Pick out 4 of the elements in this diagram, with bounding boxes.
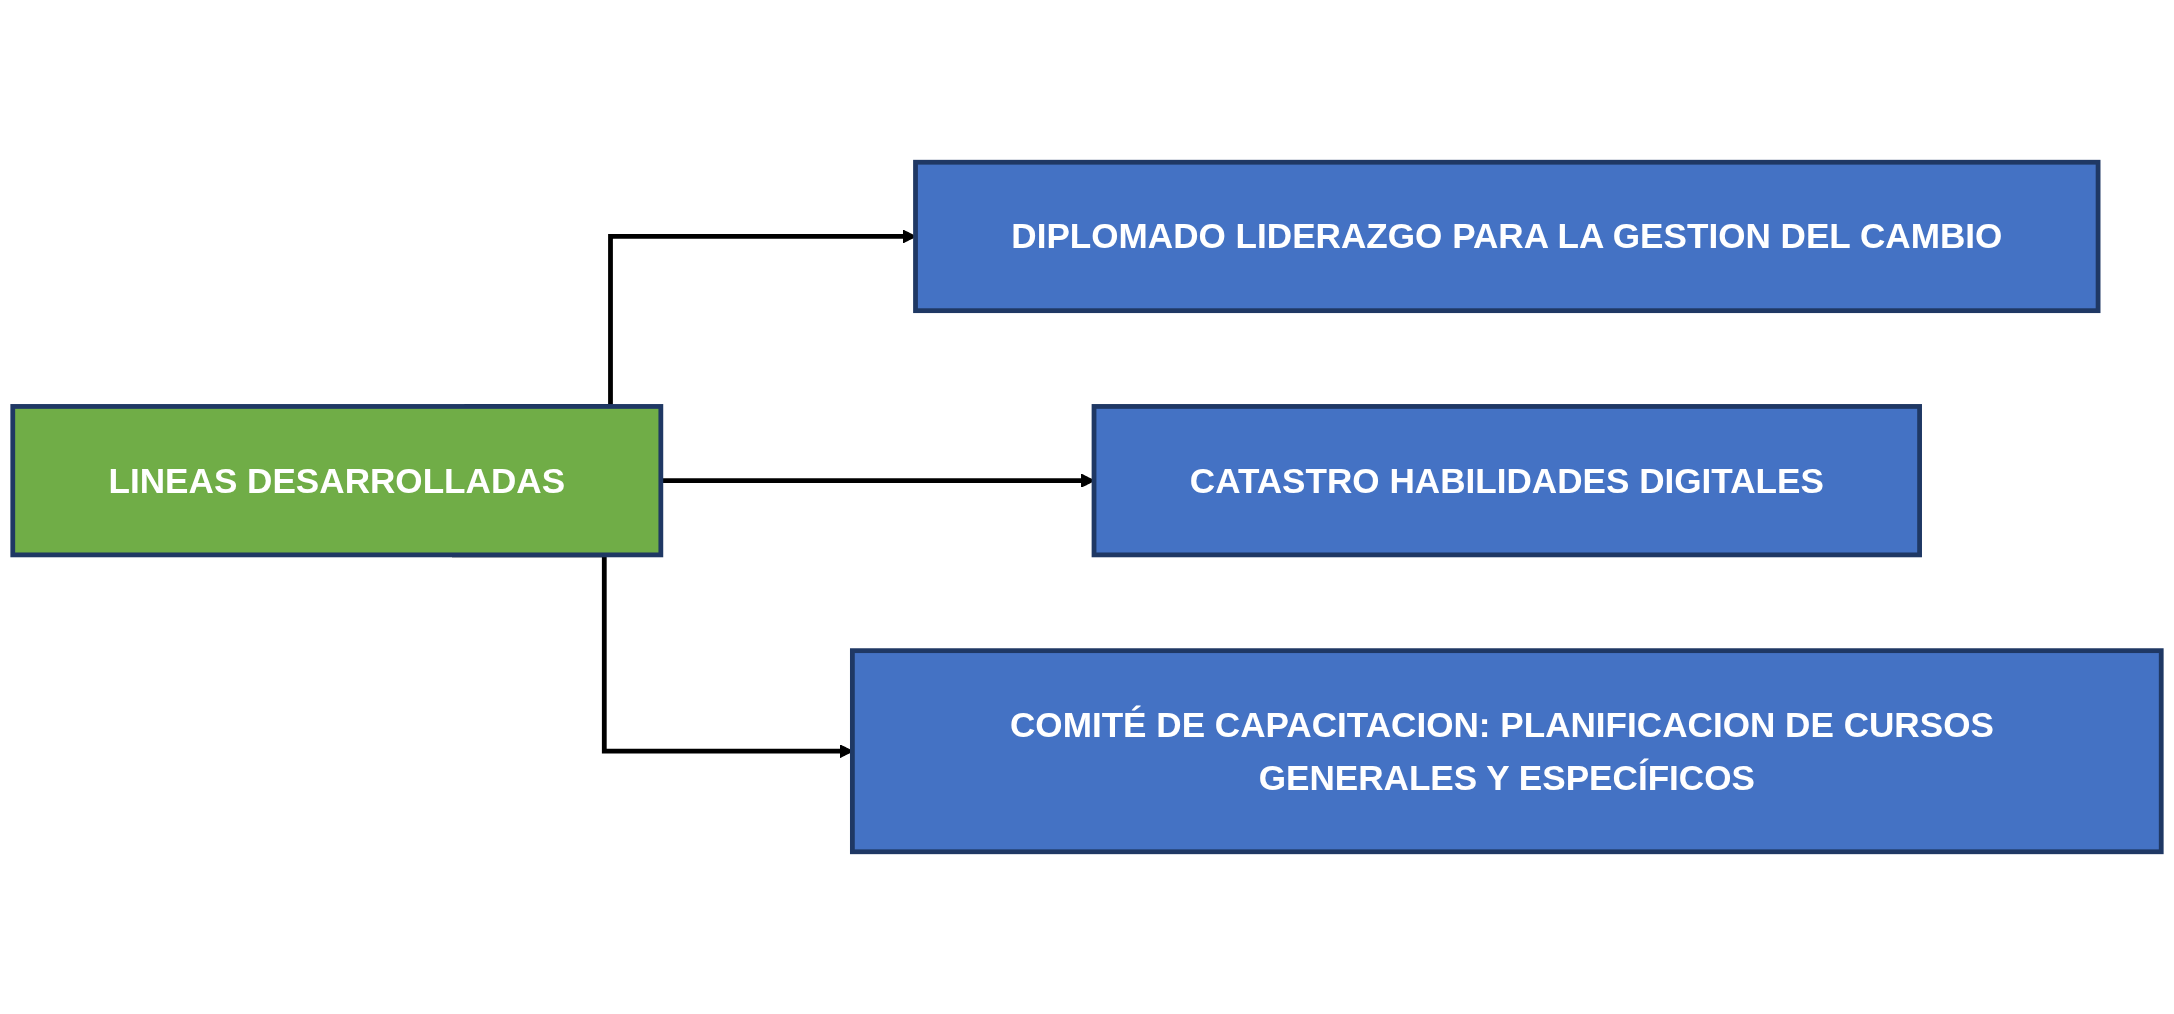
- node-box: COMITÉ DE CAPACITACION: PLANIFICACION DE CURSOS GENERALES Y ESPECÍFICOS: [850, 648, 2164, 855]
- node-box: LINEAS DESARROLLADAS: [10, 404, 664, 558]
- node-box: CATASTRO HABILIDADES DIGITALES: [1091, 404, 1922, 558]
- node-box: DIPLOMADO LIDERAZGO PARA LA GESTION DEL CAMBIO: [913, 159, 2101, 314]
